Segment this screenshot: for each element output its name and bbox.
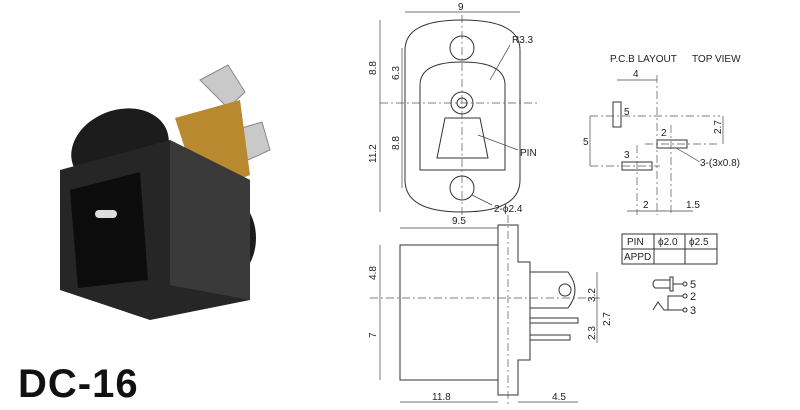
dim-upper-inner: 6.3 — [391, 66, 402, 80]
table-header-2-0: ϕ2.0 — [658, 237, 678, 248]
dim-pin-spacing: 2.7 — [602, 312, 613, 326]
pcb-dim-bottom-right: 1.5 — [686, 200, 700, 211]
pcb-title: P.C.B LAYOUT — [610, 54, 677, 65]
pcb-pin-5: 5 — [624, 107, 630, 118]
dim-upper: 8.8 — [368, 61, 379, 75]
dim-pin-low: 2.3 — [587, 326, 598, 340]
label-pin: PIN — [520, 148, 537, 159]
top-view-drawing: 9 8.8 6.3 11.2 8.8 R3.3 PIN 2-ϕ2.4 — [368, 2, 540, 218]
schematic-pin-5: 5 — [690, 279, 696, 291]
pcb-dim-top: 4 — [633, 69, 639, 80]
dim-tab: 3.2 — [587, 288, 598, 302]
table-header-pin: PIN — [627, 237, 644, 248]
dim-lower-inner: 8.8 — [391, 136, 402, 150]
dim-top: 9.5 — [452, 216, 466, 227]
table-cell-appd: APPD — [624, 252, 651, 263]
label-holes: 2-ϕ2.4 — [494, 204, 523, 215]
side-view-drawing: 9.5 4.8 7 3.2 2.7 2.3 11.8 4.5 — [368, 215, 613, 405]
dim-upper: 4.8 — [368, 266, 379, 280]
pcb-pad-note: 3-(3x0.8) — [700, 158, 740, 169]
dim-lower: 11.2 — [368, 144, 379, 163]
pcb-dim-bottom-left: 2 — [643, 200, 649, 211]
pcb-layout-drawing: P.C.B LAYOUT TOP VIEW 4 5 2.7 2 1.5 5 2 … — [583, 54, 741, 215]
dim-lower: 7 — [368, 332, 379, 338]
schematic-pin-2: 2 — [690, 291, 696, 303]
pcb-dim-right: 2.7 — [713, 120, 724, 134]
product-photo — [60, 64, 271, 320]
dim-width: 9 — [458, 2, 464, 13]
schematic-pin-3: 3 — [690, 305, 696, 317]
pcb-pin-3: 3 — [624, 150, 630, 161]
product-model-title: DC-16 — [18, 362, 139, 406]
pcb-dim-left: 5 — [583, 137, 589, 148]
dim-length: 11.8 — [432, 392, 451, 403]
table-header-2-5: ϕ2.5 — [689, 237, 709, 248]
pin-table: PIN ϕ2.0 ϕ2.5 APPD — [621, 233, 718, 265]
schematic-symbol: 5 2 3 — [652, 276, 696, 317]
dim-tail: 4.5 — [552, 392, 566, 403]
label-radius: R3.3 — [512, 35, 534, 46]
pcb-subtitle: TOP VIEW — [692, 54, 741, 65]
pcb-pin-2: 2 — [661, 128, 667, 139]
